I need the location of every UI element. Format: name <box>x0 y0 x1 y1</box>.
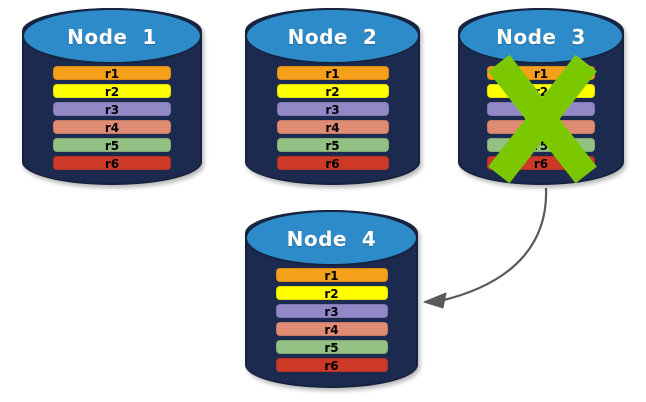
node-1[interactable]: Node 1 r1 r2 r3 r4 r5 r6 <box>22 8 202 185</box>
row-r6-label: r6 <box>325 157 340 171</box>
node-4-rows: r1 r2 r3 r4 r5 r6 <box>245 268 418 376</box>
row-r5-label: r5 <box>104 139 120 153</box>
node-4[interactable]: Node 4 r1 r2 r3 r4 r5 r6 <box>245 210 418 388</box>
node-2-rows: r1 r2 r3 r4 r5 r6 <box>245 66 420 174</box>
row-r1[interactable]: r1 <box>276 66 389 81</box>
row-r1[interactable]: r1 <box>275 268 388 283</box>
node-1-cylinder-top <box>22 8 202 64</box>
row-r5-label: r5 <box>325 139 340 153</box>
node-2[interactable]: Node 2 r1 r2 r3 r4 r5 r6 <box>245 8 420 185</box>
row-r3[interactable]: r3 <box>276 102 389 117</box>
row-r1-label: r1 <box>325 67 340 81</box>
row-r4-label: r4 <box>324 323 339 337</box>
node-4-label: Node 4 <box>286 227 377 251</box>
arrow-head <box>423 292 447 309</box>
node-3-label: Node 3 <box>496 25 586 49</box>
row-r4[interactable]: r4 <box>53 120 171 134</box>
node-1-rows: r1 r2 r3 r4 r5 r6 <box>22 66 202 174</box>
row-r4-label: r4 <box>325 121 340 135</box>
node-3[interactable]: Node 3 r1 r2 r3 r4 r5 r6 <box>458 8 624 185</box>
row-r3[interactable]: r3 <box>53 102 171 116</box>
row-r5[interactable]: r5 <box>275 340 388 355</box>
row-r3-label: r3 <box>324 305 339 319</box>
node-2-cylinder-top <box>245 8 420 64</box>
row-r2-label: r2 <box>324 287 339 301</box>
row-r1-label: r1 <box>104 67 120 81</box>
node-1-label: Node 1 <box>67 25 157 49</box>
row-r3[interactable]: r3 <box>275 304 388 319</box>
row-r6[interactable]: r6 <box>275 358 388 373</box>
node-2-label: Node 2 <box>287 25 378 49</box>
row-r3-label: r3 <box>325 103 340 117</box>
row-r4-label: r4 <box>104 121 120 135</box>
row-r6[interactable]: r6 <box>53 156 171 170</box>
row-r2-label: r2 <box>325 85 340 99</box>
row-r3-label: r3 <box>104 103 120 117</box>
row-r4[interactable]: r4 <box>275 322 388 337</box>
row-r1-label: r1 <box>324 269 339 283</box>
row-r5[interactable]: r5 <box>53 138 171 152</box>
row-r1[interactable]: r1 <box>53 66 171 80</box>
row-r2-label: r2 <box>104 85 120 99</box>
row-r2[interactable]: r2 <box>275 286 388 301</box>
row-r5[interactable]: r5 <box>276 138 389 153</box>
row-r5-label: r5 <box>324 341 339 355</box>
arrow-line <box>439 187 548 303</box>
row-r2[interactable]: r2 <box>53 84 171 98</box>
row-r6-label: r6 <box>324 359 339 373</box>
node-4-cylinder-top <box>245 210 418 266</box>
row-r6-label: r6 <box>104 157 120 171</box>
row-r4[interactable]: r4 <box>276 120 389 135</box>
row-r6[interactable]: r6 <box>276 156 389 171</box>
row-r2[interactable]: r2 <box>276 84 389 99</box>
